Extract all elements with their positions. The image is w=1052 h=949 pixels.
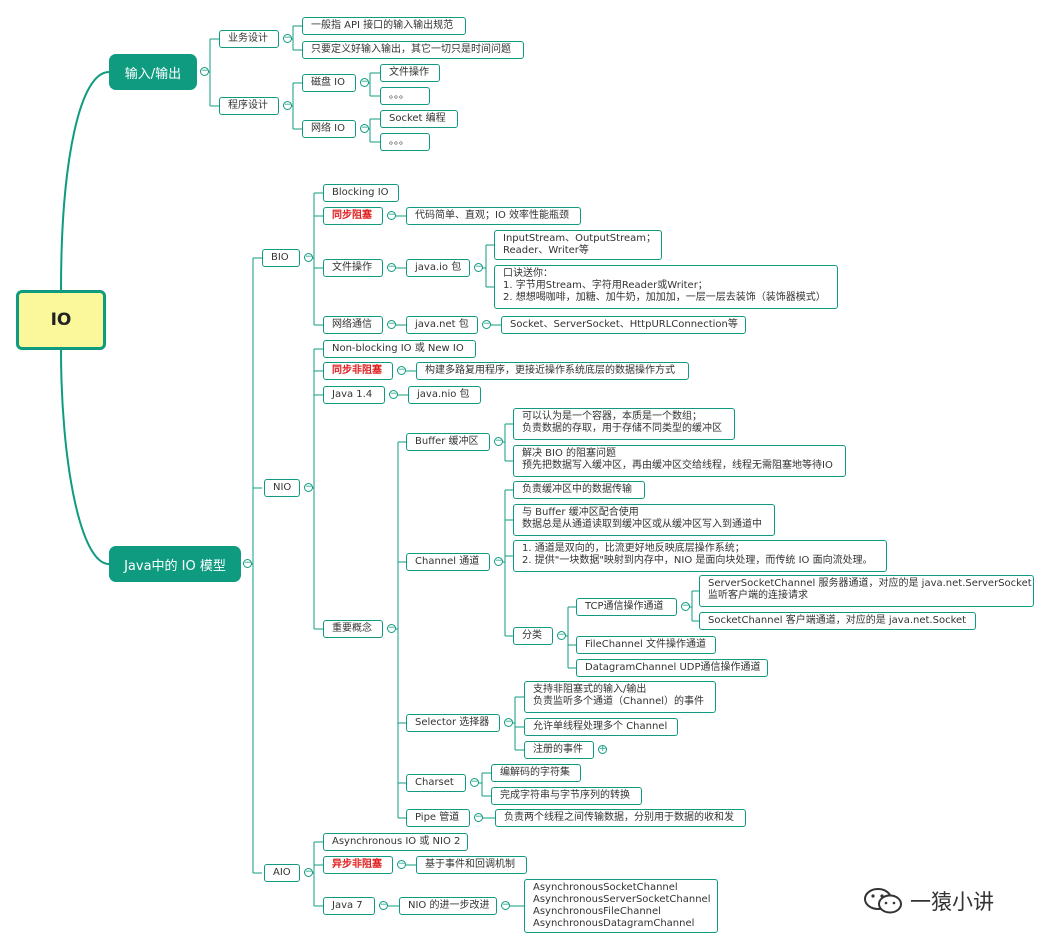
minus-circle-icon[interactable]: − (501, 900, 510, 910)
node-async-desc[interactable]: 基于事件和回调机制 (416, 856, 527, 874)
node-net-socket[interactable]: Socket 编程 (380, 110, 458, 128)
minus-circle-icon[interactable]: − (681, 601, 690, 611)
minus-circle-icon[interactable]: − (360, 77, 369, 87)
node-business-design[interactable]: 业务设计 (219, 30, 279, 48)
node-io-in-out[interactable]: 输入/输出 (109, 54, 197, 90)
minus-circle-icon[interactable]: − (387, 319, 396, 329)
node-bio[interactable]: BIO (262, 249, 300, 267)
minus-circle-icon[interactable]: − (304, 482, 313, 492)
minus-circle-icon[interactable]: − (304, 867, 313, 877)
node-disk-etc[interactable]: 。。。 (380, 87, 430, 105)
node-pipe-desc[interactable]: 负责两个线程之间传输数据，分别用于数据的收和发 (495, 809, 746, 827)
node-selector-item-1[interactable]: 支持非阻塞式的输入/输出 负责监听多个通道（Channel）的事件 (524, 681, 716, 713)
node-sync-block-desc[interactable]: 代码简单、直观；IO 效率性能瓶颈 (406, 207, 581, 225)
node-net-comm[interactable]: 网络通信 (323, 316, 383, 334)
minus-circle-icon[interactable]: − (283, 33, 292, 43)
node-net-etc[interactable]: 。。。 (380, 133, 430, 151)
node-channel-item-2[interactable]: 与 Buffer 缓冲区配合使用 数据总是从通道读取到缓冲区或从缓冲区写入到通道… (513, 504, 775, 536)
node-aio[interactable]: AIO (264, 864, 300, 882)
node-java7[interactable]: Java 7 (323, 897, 375, 915)
watermark-text: 一猿小讲 (910, 890, 994, 914)
minus-circle-icon[interactable]: − (474, 812, 483, 822)
node-net-classes[interactable]: Socket、ServerSocket、HttpURLConnection等 (501, 316, 746, 334)
minus-circle-icon[interactable]: − (494, 556, 503, 566)
minus-circle-icon[interactable]: − (387, 623, 396, 633)
node-charset[interactable]: Charset (406, 774, 466, 792)
node-channel[interactable]: Channel 通道 (406, 553, 490, 571)
node-datagram-channel[interactable]: DatagramChannel UDP通信操作通道 (576, 659, 768, 677)
node-buffer-item-1[interactable]: 可以认为是一个容器，本质是一个数组； 负责数据的存取，用于存储不同类型的缓冲区 (513, 408, 735, 440)
node-charset-item-2[interactable]: 完成字符串与字节序列的转换 (491, 787, 642, 805)
minus-circle-icon[interactable]: − (360, 123, 369, 133)
minus-circle-icon[interactable]: − (283, 100, 292, 110)
node-async-nonblock[interactable]: 异步非阻塞 (323, 856, 393, 874)
minus-circle-icon[interactable]: − (304, 252, 313, 262)
node-business-item-1[interactable]: 一般指 API 接口的输入输出规范 (302, 17, 466, 35)
minus-circle-icon[interactable]: − (557, 630, 566, 640)
node-disk-file-op[interactable]: 文件操作 (380, 64, 440, 82)
node-java-io-pkg[interactable]: java.io 包 (406, 259, 470, 277)
node-nio-improve[interactable]: NIO 的进一步改进 (399, 897, 497, 915)
node-socket-channel[interactable]: SocketChannel 客户端通道，对应的是 java.net.Socket (699, 612, 976, 630)
node-buffer[interactable]: Buffer 缓冲区 (406, 433, 490, 451)
node-io-streams[interactable]: InputStream、OutputStream； Reader、Writer等 (494, 230, 662, 260)
node-selector-item-3[interactable]: 注册的事件 (524, 741, 594, 759)
connector-line (60, 349, 110, 565)
minus-circle-icon[interactable]: − (504, 717, 513, 727)
node-business-item-2[interactable]: 只要定义好输入输出，其它一切只是时间问题 (302, 41, 524, 59)
node-io-tip[interactable]: 口诀送你： 1. 字节用Stream、字符用Reader或Writer； 2. … (494, 265, 838, 309)
node-channel-item-3[interactable]: 1. 通道是双向的，比流更好地反映底层操作系统； 2. 提供"一块数据"映射到内… (513, 540, 887, 572)
minus-circle-icon[interactable]: − (482, 319, 491, 329)
node-nio[interactable]: NIO (264, 479, 300, 497)
node-java-io-model[interactable]: Java中的 IO 模型 (109, 546, 241, 582)
minus-circle-icon[interactable]: − (397, 365, 406, 375)
node-blocking-io[interactable]: Blocking IO (323, 184, 399, 202)
node-program-design[interactable]: 程序设计 (219, 97, 279, 115)
minus-circle-icon[interactable]: − (200, 66, 209, 76)
node-buffer-item-2[interactable]: 解决 BIO 的阻塞问题 预先把数据写入缓冲区，再由缓冲区交给线程，线程无需阻塞… (513, 445, 846, 477)
node-file-op[interactable]: 文件操作 (323, 259, 383, 277)
node-server-socket-channel[interactable]: ServerSocketChannel 服务器通道，对应的是 java.net.… (699, 575, 1034, 607)
minus-circle-icon[interactable]: − (494, 436, 503, 446)
minus-circle-icon[interactable]: − (387, 210, 396, 220)
node-async-io[interactable]: Asynchronous IO 或 NIO 2 (323, 833, 468, 851)
connector-line (60, 71, 110, 291)
minus-circle-icon[interactable]: − (387, 262, 396, 272)
node-tcp-channel[interactable]: TCP通信操作通道 (576, 598, 677, 616)
node-nonblocking-io[interactable]: Non-blocking IO 或 New IO (323, 340, 476, 358)
node-sync-nonblock-desc[interactable]: 构建多路复用程序，更接近操作系统底层的数据操作方式 (416, 362, 689, 380)
node-category[interactable]: 分类 (513, 627, 553, 645)
watermark: 一猿小讲 (862, 886, 994, 916)
minus-circle-icon[interactable]: − (470, 777, 479, 787)
minus-circle-icon[interactable]: − (379, 900, 388, 910)
node-sync-nonblock[interactable]: 同步非阻塞 (323, 362, 393, 380)
node-file-channel[interactable]: FileChannel 文件操作通道 (576, 636, 716, 654)
wechat-logo-icon (864, 888, 902, 914)
node-charset-item-1[interactable]: 编解码的字符集 (491, 764, 581, 782)
minus-circle-icon[interactable]: − (397, 859, 406, 869)
node-async-classes[interactable]: AsynchronousSocketChannel AsynchronousSe… (524, 879, 718, 933)
node-pipe[interactable]: Pipe 管道 (406, 809, 470, 827)
node-channel-item-1[interactable]: 负责缓冲区中的数据传输 (513, 481, 645, 499)
minus-circle-icon[interactable]: − (389, 389, 398, 399)
minus-circle-icon[interactable]: − (474, 262, 483, 272)
root-node[interactable]: IO (16, 290, 106, 350)
node-key-concepts[interactable]: 重要概念 (323, 620, 383, 638)
node-java14[interactable]: Java 1.4 (323, 386, 385, 404)
node-selector[interactable]: Selector 选择器 (406, 714, 500, 732)
node-disk-io[interactable]: 磁盘 IO (302, 74, 356, 92)
minus-circle-icon[interactable]: − (243, 558, 252, 568)
node-java-net-pkg[interactable]: java.net 包 (406, 316, 478, 334)
plus-circle-icon[interactable]: + (598, 744, 607, 754)
node-sync-block[interactable]: 同步阻塞 (323, 207, 383, 225)
node-net-io[interactable]: 网络 IO (302, 120, 356, 138)
node-selector-item-2[interactable]: 允许单线程处理多个 Channel (524, 718, 678, 736)
node-java-nio-pkg[interactable]: java.nio 包 (408, 386, 481, 404)
